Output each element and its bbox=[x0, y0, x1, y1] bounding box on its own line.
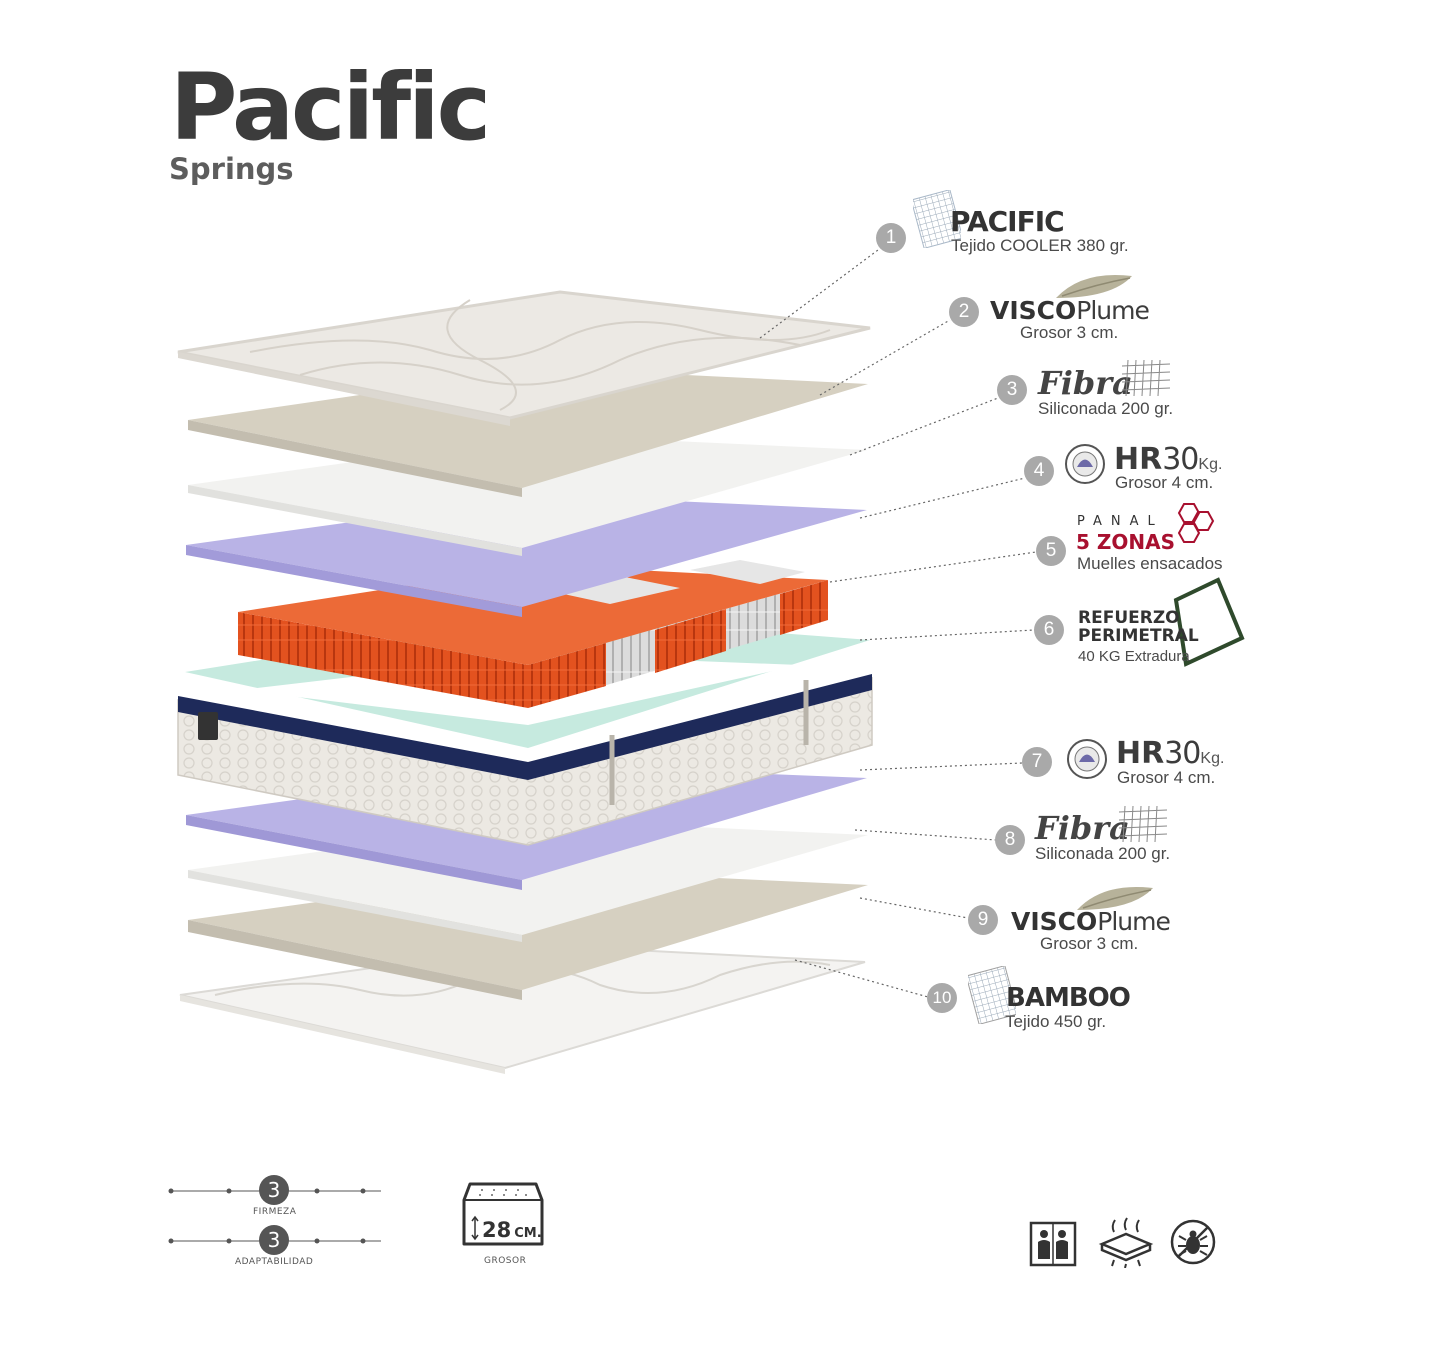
layer-4-unit: Kg. bbox=[1198, 456, 1223, 473]
adaptabilidad-value: 3 bbox=[259, 1225, 289, 1255]
breathable-icon bbox=[1098, 1217, 1154, 1268]
feather-icon bbox=[1077, 886, 1153, 910]
layer-7-number: 7 bbox=[1022, 747, 1052, 777]
layer-2-number: 2 bbox=[949, 297, 979, 327]
layer-5-panal: PANAL bbox=[1077, 514, 1164, 529]
layer-7-name: HR30Kg. bbox=[1116, 736, 1224, 771]
layer-8-number: 8 bbox=[995, 825, 1025, 855]
layer-5-name: 5 ZONAS bbox=[1076, 530, 1176, 554]
layer-2-detail: Grosor 3 cm. bbox=[1020, 323, 1119, 342]
hr-foam-icon bbox=[1065, 444, 1105, 484]
layer-9-name: VISCOPlume bbox=[1011, 907, 1171, 937]
layer-4-hr: HR bbox=[1114, 442, 1163, 477]
layer-5-number: 5 bbox=[1036, 536, 1066, 566]
layer-4-density: 30 bbox=[1162, 442, 1199, 477]
layer-7-hr: HR bbox=[1116, 736, 1165, 771]
layer-10-name: BAMBOO bbox=[1006, 983, 1131, 1013]
layer-2-name-light: Plume bbox=[1076, 296, 1150, 325]
layer-7-unit: Kg. bbox=[1200, 750, 1225, 767]
fabric-grid-icon bbox=[968, 966, 1016, 1024]
layer-6-name-line2: PERIMETRAL bbox=[1078, 626, 1199, 646]
product-title: Pacific bbox=[170, 54, 491, 161]
layer-10-number: 10 bbox=[927, 983, 957, 1013]
layer-8-name: Fibra bbox=[1035, 809, 1130, 847]
leader-lines bbox=[759, 249, 1037, 998]
layer-3-detail: Siliconada 200 gr. bbox=[1038, 399, 1174, 418]
layer-3-name: Fibra bbox=[1038, 364, 1133, 402]
perimeter-frame-icon bbox=[1173, 577, 1245, 667]
anti-mite-icon bbox=[1170, 1219, 1216, 1265]
layer-3-number: 3 bbox=[997, 375, 1027, 405]
layer-visco-top bbox=[188, 368, 868, 497]
layer-1-detail: Tejido COOLER 380 gr. bbox=[951, 236, 1129, 255]
layer-9-name-bold: VISCO bbox=[1011, 907, 1098, 936]
layer-6-name-line1: REFUERZO bbox=[1078, 608, 1180, 628]
layer-10-detail: Tejido 450 gr. bbox=[1005, 1012, 1107, 1031]
honeycomb-icon bbox=[1177, 503, 1215, 543]
layer-pacific-cover bbox=[177, 290, 871, 426]
layer-4-detail: Grosor 4 cm. bbox=[1115, 473, 1214, 492]
layer-7-detail: Grosor 4 cm. bbox=[1117, 768, 1216, 787]
layer-bamboo-cover bbox=[179, 943, 866, 1074]
layer-1-name: PACIFIC bbox=[950, 205, 1065, 238]
layer-4-name: HR30Kg. bbox=[1114, 442, 1222, 477]
layer-9-name-light: Plume bbox=[1097, 907, 1171, 936]
layer-9-detail: Grosor 3 cm. bbox=[1040, 934, 1139, 953]
layer-1-number: 1 bbox=[876, 223, 906, 253]
layer-7-density: 30 bbox=[1164, 736, 1201, 771]
layer-2-name-bold: VISCO bbox=[990, 296, 1077, 325]
layer-8-detail: Siliconada 200 gr. bbox=[1035, 844, 1171, 863]
fiber-grid-icon bbox=[1118, 805, 1168, 843]
layer-6-detail: 40 KG Extradura bbox=[1078, 648, 1190, 665]
layer-4-number: 4 bbox=[1024, 456, 1054, 486]
fiber-grid-icon bbox=[1121, 359, 1171, 397]
layer-9-number: 9 bbox=[968, 905, 998, 935]
grosor-label: GROSOR bbox=[484, 1256, 527, 1266]
layer-6-number: 6 bbox=[1034, 615, 1064, 645]
layer-5-detail: Muelles ensacados bbox=[1077, 554, 1223, 573]
firmeza-value: 3 bbox=[259, 1175, 289, 1205]
grosor-number: 28 bbox=[482, 1218, 512, 1242]
firmeza-label: FIRMEZA bbox=[253, 1207, 297, 1217]
thickness-icon bbox=[462, 1182, 544, 1246]
independent-sleepers-icon bbox=[1029, 1221, 1077, 1267]
grosor-unit: CM. bbox=[514, 1226, 542, 1241]
adaptabilidad-label: ADAPTABILIDAD bbox=[235, 1257, 314, 1267]
layer-2-name: VISCOPlume bbox=[990, 296, 1150, 326]
feather-icon bbox=[1056, 274, 1132, 298]
hr-foam-icon bbox=[1067, 739, 1107, 779]
fabric-grid-icon bbox=[913, 190, 961, 248]
product-subtitle: Springs bbox=[169, 152, 294, 186]
